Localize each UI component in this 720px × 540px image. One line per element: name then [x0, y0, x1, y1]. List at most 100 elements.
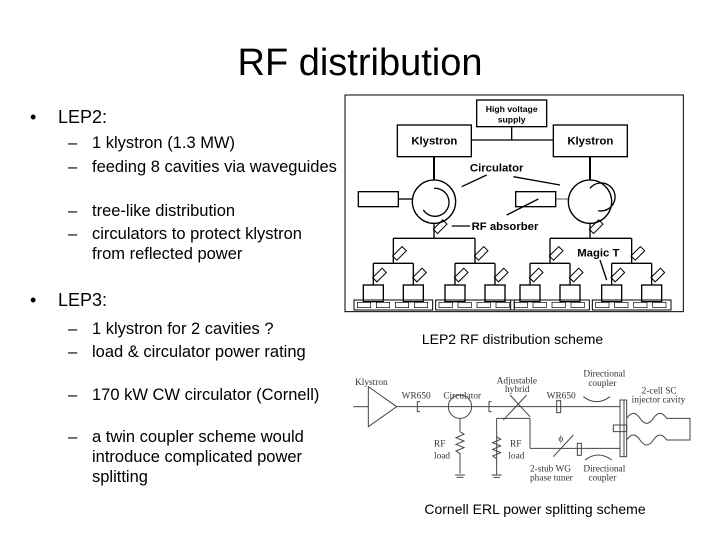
- dash-icon: –: [68, 320, 78, 338]
- list-item: –170 kW CW circulator (Cornell): [68, 385, 338, 405]
- list-item: –a twin coupler scheme would introduce c…: [68, 427, 338, 487]
- dash-icon: –: [68, 202, 78, 220]
- klystron-label: Klystron: [567, 135, 613, 147]
- dash-icon: –: [68, 134, 78, 152]
- cavity-icon: [438, 302, 453, 308]
- label: RF: [434, 440, 445, 450]
- cavity-icon: [626, 412, 691, 446]
- cavity-icon: [633, 302, 648, 308]
- cavity-icon: [532, 302, 547, 308]
- list-item: –tree-like distribution: [68, 201, 338, 221]
- label: Adjustable: [497, 376, 537, 386]
- label: ϕ: [558, 435, 563, 445]
- magic-t-box: [402, 284, 424, 303]
- magic-t-box: [484, 284, 506, 303]
- label: Klystron: [355, 378, 388, 388]
- absorber-icon: [650, 267, 666, 283]
- absorber-icon: [548, 245, 564, 261]
- hv-supply-box: [475, 99, 548, 128]
- cavity-icon: [551, 302, 566, 308]
- list-item: –circulators to protect klystron from re…: [68, 224, 338, 264]
- circulator-arrow-icon: [589, 182, 616, 212]
- magic-t-box: [362, 284, 384, 303]
- item-text: 1 klystron (1.3 MW): [92, 134, 236, 152]
- dash-icon: –: [68, 158, 78, 176]
- bullet-lep3: •LEP3:: [30, 290, 107, 311]
- cavity-icon: [495, 302, 510, 308]
- cavity-icon: [457, 302, 472, 308]
- dash-icon: –: [68, 343, 78, 361]
- absorber-icon: [391, 245, 408, 261]
- circulator-label: Circulator: [470, 163, 524, 175]
- circulator-icon: [567, 179, 613, 224]
- item-text: 170 kW CW circulator (Cornell): [92, 386, 320, 404]
- label: hybrid: [505, 385, 530, 395]
- cavity-icon: [395, 302, 409, 308]
- magic-t-label: Magic T: [577, 248, 619, 260]
- label: phase tuner: [530, 474, 574, 484]
- absorber-icon: [453, 267, 469, 283]
- absorber-icon: [411, 267, 428, 283]
- cavity-icon: [652, 302, 667, 308]
- hv-label: High voltage: [486, 104, 538, 114]
- cavity-icon: [595, 302, 610, 308]
- slide-title: RF distribution: [237, 42, 483, 84]
- hv-label: supply: [498, 115, 526, 125]
- list-item: –load & circulator power rating: [68, 342, 338, 362]
- label: load: [434, 451, 450, 461]
- item-text: load & circulator power rating: [92, 343, 306, 361]
- label: coupler: [588, 379, 617, 389]
- absorber-icon: [568, 267, 584, 283]
- absorber-icon: [588, 219, 604, 235]
- magic-t-box: [641, 284, 663, 303]
- label: load: [508, 451, 524, 461]
- item-text: feeding 8 cavities via waveguides: [92, 158, 337, 176]
- label: coupler: [588, 474, 617, 484]
- item-text: tree-like distribution: [92, 202, 236, 220]
- magic-t-box: [601, 284, 623, 303]
- item-text: a twin coupler scheme would introduce co…: [92, 428, 304, 486]
- cavity-icon: [414, 302, 428, 308]
- lep2-diagram: High voltage supply Klystron Klystron Ci…: [344, 94, 684, 313]
- label: 2-cell SC: [642, 386, 677, 396]
- lep2-caption: LEP2 RF distribution scheme: [421, 331, 604, 347]
- cavity-icon: [376, 302, 390, 308]
- dash-icon: –: [68, 225, 78, 243]
- cavity-icon: [614, 302, 629, 308]
- absorber-box: [515, 191, 557, 208]
- absorber-icon: [473, 245, 489, 261]
- circulator-arrow-icon: [422, 187, 450, 217]
- absorber-icon: [528, 267, 544, 283]
- bullet-lep2: • LEP2:: [30, 107, 107, 128]
- cornell-caption: Cornell ERL power splitting scheme: [424, 501, 646, 517]
- klystron-label: Klystron: [411, 135, 457, 147]
- cavity-icon: [570, 302, 585, 308]
- magic-t-box: [559, 284, 581, 303]
- cavity-icon: [476, 302, 491, 308]
- absorber-icon: [610, 267, 626, 283]
- list-item: –feeding 8 cavities via waveguides: [68, 157, 338, 177]
- label: WR650: [402, 391, 431, 401]
- bullet-icon: •: [30, 290, 37, 310]
- cavity-strip: [591, 299, 672, 311]
- rf-load-icon: [454, 431, 466, 474]
- list-item: –1 klystron (1.3 MW): [68, 133, 338, 153]
- label: RF: [510, 440, 521, 450]
- label: 2-stub WG: [530, 465, 571, 475]
- cavity-icon: [357, 302, 371, 308]
- cavity-strip: [353, 299, 434, 311]
- item-text: 1 klystron for 2 cavities ?: [92, 320, 274, 338]
- item-text: circulators to protect klystron from ref…: [92, 225, 302, 263]
- label: Circulator: [443, 391, 482, 401]
- bullet-icon: •: [30, 107, 37, 127]
- label: WR650: [547, 391, 576, 401]
- rf-load-icon: [491, 436, 502, 460]
- cavity-strip: [510, 299, 590, 311]
- list-item: –1 klystron for 2 cavities ?: [68, 319, 338, 339]
- cornell-diagram: Klystron WR650 Circulator Adjustable hyb…: [353, 370, 691, 484]
- absorber-icon: [371, 267, 388, 283]
- label: Directional: [583, 465, 625, 475]
- absorber-box: [357, 191, 399, 208]
- bullet-label: LEP2:: [58, 107, 108, 127]
